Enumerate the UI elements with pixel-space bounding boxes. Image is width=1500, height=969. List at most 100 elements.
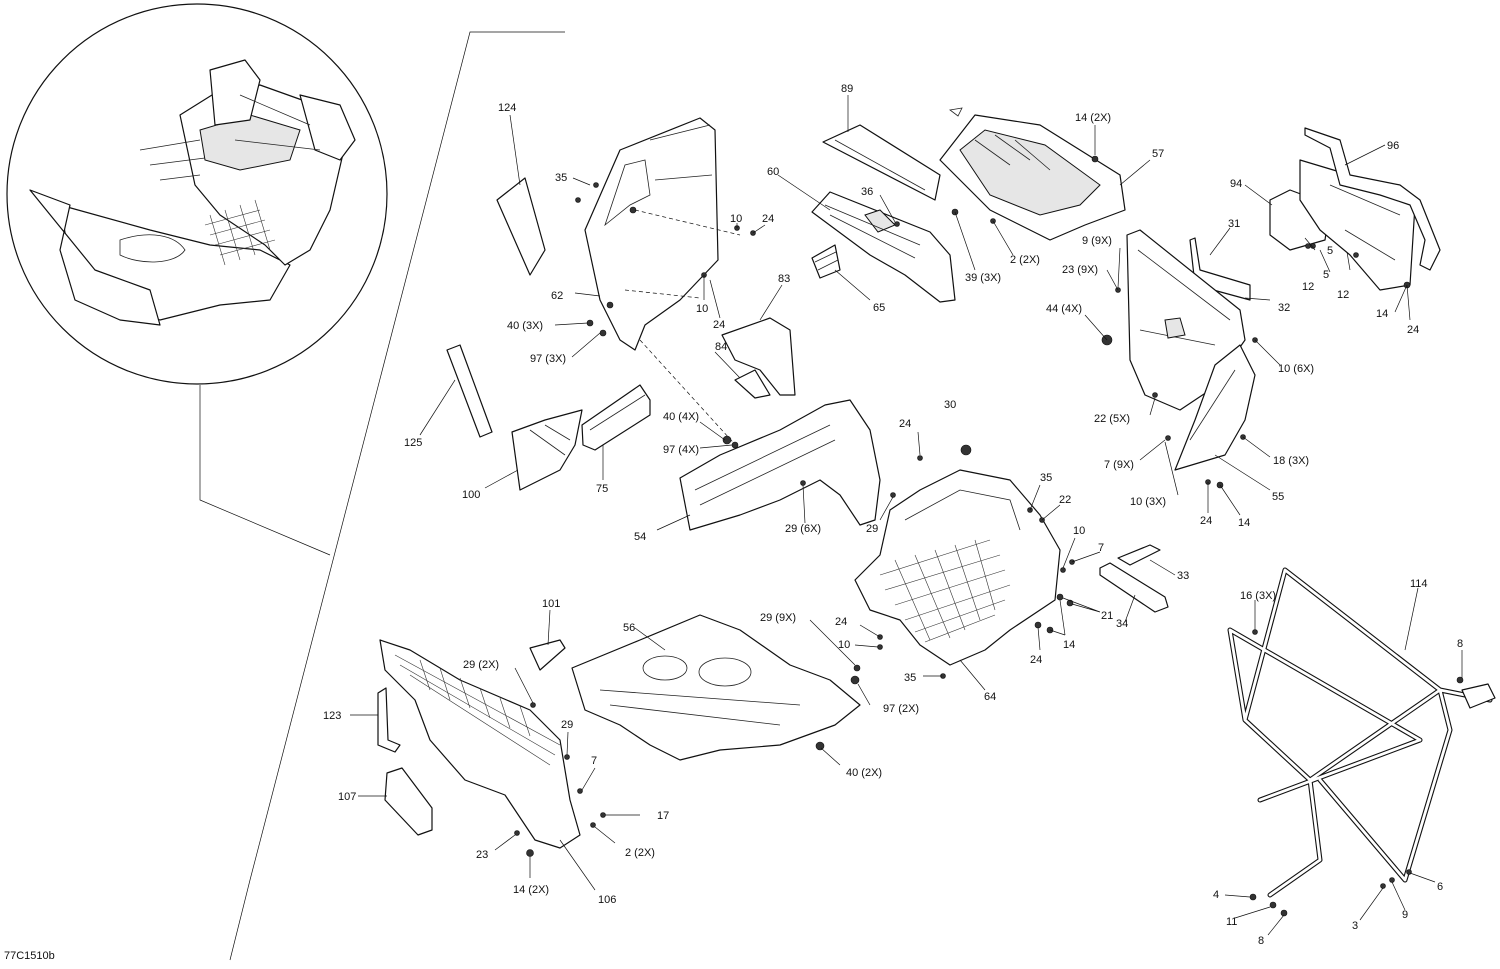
part-94 bbox=[1244, 159, 1416, 291]
callout-label: 8 bbox=[1457, 638, 1463, 650]
callout-label: 97 (4X) bbox=[663, 444, 699, 456]
callout-label: 5 bbox=[1323, 269, 1329, 281]
callout-label: 10 bbox=[696, 303, 708, 315]
callout-label: 54 bbox=[634, 531, 646, 543]
callout-label: 14 bbox=[1376, 308, 1388, 320]
callout-label: 22 bbox=[1059, 494, 1071, 506]
callout-label: 21 bbox=[1101, 610, 1113, 622]
callout-label: 96 bbox=[1387, 140, 1399, 152]
callout-label: 10 bbox=[730, 213, 742, 225]
callout-label: 29 bbox=[866, 523, 878, 535]
callout-label: 10 (3X) bbox=[1130, 496, 1166, 508]
callout-label: 24 bbox=[1407, 324, 1419, 336]
callout-label: 39 (3X) bbox=[965, 272, 1001, 284]
callout-label: 40 (2X) bbox=[846, 767, 882, 779]
callout-label: 29 (2X) bbox=[463, 659, 499, 671]
part-83 bbox=[721, 284, 796, 396]
part-56 bbox=[571, 614, 861, 761]
part-100 bbox=[484, 409, 583, 491]
callout-label: 62 bbox=[551, 290, 563, 302]
callout-label: 9 (9X) bbox=[1082, 235, 1112, 247]
callout-label: 97 (2X) bbox=[883, 703, 919, 715]
callout-label: 30 bbox=[944, 399, 956, 411]
callout-label: 14 bbox=[1063, 639, 1075, 651]
callout-label: 23 (9X) bbox=[1062, 264, 1098, 276]
part-60 bbox=[777, 174, 956, 303]
part-55 bbox=[1174, 344, 1271, 491]
callout-label: 4 bbox=[1213, 889, 1219, 901]
callout-label: 65 bbox=[873, 302, 885, 314]
callout-label: 114 bbox=[1410, 578, 1428, 590]
callout-label: 24 bbox=[835, 616, 847, 628]
callout-label: 14 (2X) bbox=[1075, 112, 1111, 124]
callout-label: 6 bbox=[1437, 881, 1443, 893]
callout-label: 60 bbox=[767, 166, 779, 178]
part-34 bbox=[1099, 562, 1169, 623]
callout-label: 3 bbox=[1352, 920, 1358, 932]
callout-label: 24 bbox=[899, 418, 911, 430]
callout-label: 56 bbox=[623, 622, 635, 634]
callout-label: 24 bbox=[1200, 515, 1212, 527]
part-101 bbox=[529, 609, 566, 671]
callout-label: 89 bbox=[841, 83, 853, 95]
callout-label: 7 bbox=[1098, 542, 1104, 554]
part-65 bbox=[811, 244, 871, 301]
callout-label: 123 bbox=[323, 710, 341, 722]
callout-label: 35 bbox=[1040, 472, 1052, 484]
part-84 bbox=[714, 351, 771, 399]
callout-label: 14 (2X) bbox=[513, 884, 549, 896]
part-54 bbox=[656, 399, 881, 531]
callout-label: 23 bbox=[476, 849, 488, 861]
part-114 bbox=[1227, 567, 1496, 898]
callout-label: 75 bbox=[596, 483, 608, 495]
callout-label: 24 bbox=[713, 319, 725, 331]
callout-label: 44 (4X) bbox=[1046, 303, 1082, 315]
callout-label: 97 (3X) bbox=[530, 353, 566, 365]
callout-label: 101 bbox=[542, 598, 560, 610]
callout-label: 10 bbox=[1073, 525, 1085, 537]
callout-label: 24 bbox=[1030, 654, 1042, 666]
callout-label: 106 bbox=[598, 894, 616, 906]
callout-label: 7 (9X) bbox=[1104, 459, 1134, 471]
callout-label: 107 bbox=[338, 791, 356, 803]
callout-label: 10 bbox=[838, 639, 850, 651]
callout-label: 84 bbox=[715, 341, 727, 353]
callout-label: 33 bbox=[1177, 570, 1189, 582]
callout-label: 55 bbox=[1272, 491, 1284, 503]
part-125 bbox=[419, 344, 493, 438]
part-33 bbox=[1117, 544, 1176, 576]
callout-label: 40 (4X) bbox=[663, 411, 699, 423]
leader-lines bbox=[494, 125, 1463, 936]
callout-label: 57 bbox=[1152, 148, 1164, 160]
callout-label: 24 bbox=[762, 213, 774, 225]
part-75 bbox=[581, 384, 651, 480]
callout-label: 12 bbox=[1337, 289, 1349, 301]
callout-label: 10 (6X) bbox=[1278, 363, 1314, 375]
part-107 bbox=[358, 767, 433, 836]
callout-label: 31 bbox=[1228, 218, 1240, 230]
callout-label: 64 bbox=[984, 691, 996, 703]
callout-label: 29 (9X) bbox=[760, 612, 796, 624]
callout-label: 40 (3X) bbox=[507, 320, 543, 332]
callout-label: 124 bbox=[498, 102, 516, 114]
callout-label: 35 bbox=[904, 672, 916, 684]
drawing-code: 77C1510b bbox=[4, 950, 55, 962]
part-89 bbox=[822, 95, 941, 201]
callout-label: 2 (2X) bbox=[625, 847, 655, 859]
part-62 bbox=[584, 117, 741, 451]
part-106 bbox=[379, 639, 596, 891]
callout-label: 83 bbox=[778, 273, 790, 285]
callout-label: 34 bbox=[1116, 618, 1128, 630]
part-124 bbox=[496, 114, 546, 276]
callout-label: 22 (5X) bbox=[1094, 413, 1130, 425]
callout-labels: 124 35 62 10 24 10 24 40 (3X) 97 (3X) 89… bbox=[323, 83, 1463, 947]
callout-label: 32 bbox=[1278, 302, 1290, 314]
part-96 bbox=[1304, 127, 1441, 271]
callout-label: 29 bbox=[561, 719, 573, 731]
callout-label: 36 bbox=[861, 186, 873, 198]
callout-label: 125 bbox=[404, 437, 422, 449]
inset-overview bbox=[6, 3, 565, 961]
callout-label: 17 bbox=[657, 810, 669, 822]
part-64 bbox=[854, 469, 1061, 691]
